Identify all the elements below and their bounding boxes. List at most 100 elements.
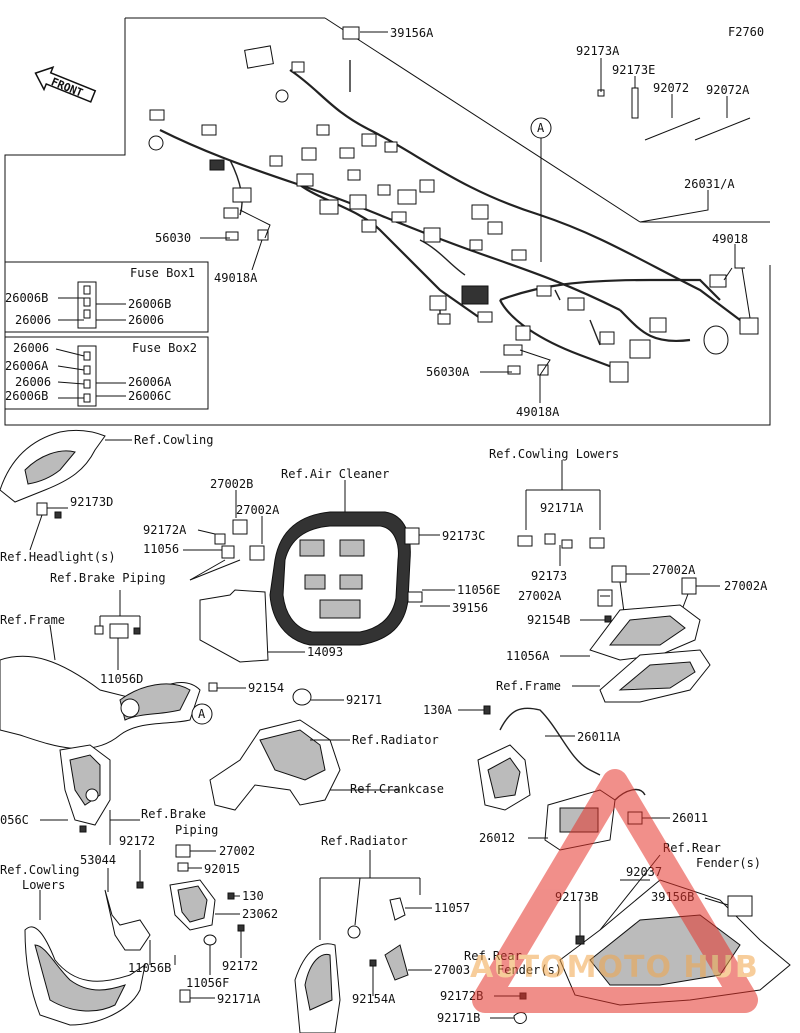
ref-brake-piping-1: Ref.Brake Piping: [50, 571, 166, 585]
fuse-box-1-label-4: 26006: [128, 313, 164, 327]
label-11056D: 11056D: [100, 672, 143, 686]
label-27002A-3: 27002A: [724, 579, 768, 593]
leader-lines-top: [200, 31, 751, 403]
callout-a-bottom: A: [191, 703, 213, 725]
ref-frame-right: Ref.Frame: [496, 679, 561, 693]
label-23062: 23062: [242, 907, 278, 921]
diagram-code: F2760: [728, 25, 764, 39]
label-92171B: 92171B: [437, 1011, 480, 1025]
ref-brake-piping-2-line2: Piping: [175, 823, 218, 837]
fuse-box-1-label-3: 26006: [15, 313, 51, 327]
label-11056F: 11056F: [186, 976, 229, 990]
label-92154B: 92154B: [527, 613, 570, 627]
label-27002: 27002: [219, 844, 255, 858]
ref-cowling-lowers-right: Ref.Cowling Lowers: [489, 447, 619, 461]
ref-crankcase: Ref.Crankcase: [350, 782, 444, 796]
air-cleaner-side-parts: [183, 490, 455, 663]
label-11056A: 11056A: [506, 649, 550, 663]
label-39156: 39156: [452, 601, 488, 615]
ref-radiator-2: Ref.Radiator: [321, 834, 408, 848]
front-arrow: FRONT: [34, 66, 97, 103]
label-92173A: 92173A: [576, 44, 620, 58]
label-56030A: 56030A: [426, 365, 470, 379]
fuse-box-2-label-5: 26006B: [5, 389, 48, 403]
label-92171A: 92171A: [217, 992, 261, 1006]
label-92072A: 92072A: [706, 83, 750, 97]
label-92171: 92171: [346, 693, 382, 707]
fuse-box-2-label-4: 26006A: [128, 375, 172, 389]
ref-cowling-lowers-left-line1: Ref.Cowling: [0, 863, 79, 877]
cowling-left-part: [0, 429, 132, 551]
frame-left-part: [0, 590, 246, 750]
label-11056E: 11056E: [457, 583, 500, 597]
fuse-box-1-label-1: 26006B: [5, 291, 48, 305]
fuse-box-2-title: Fuse Box2: [132, 341, 197, 355]
harness-frame: [4, 17, 771, 426]
ref-frame-left: Ref.Frame: [0, 613, 65, 627]
harness-connectors: [148, 26, 759, 383]
fuse-box-2-label-3: 26006: [15, 375, 51, 389]
svg-text:A: A: [537, 121, 545, 135]
cowling-lowers-left-part: [24, 850, 151, 1026]
label-056C: 056C: [0, 813, 29, 827]
svg-text:A: A: [198, 707, 206, 721]
ref-rear-fender-1-line1: Ref.Rear: [663, 841, 721, 855]
label-92172: 92172: [119, 834, 155, 848]
ref-cowling-lowers-left-line2: Lowers: [22, 878, 65, 892]
label-92015: 92015: [204, 862, 240, 876]
label-14093: 14093: [307, 645, 343, 659]
label-92173B: 92173B: [555, 890, 598, 904]
ref-cowling: Ref.Cowling: [134, 433, 213, 447]
label-11056B: 11056B: [128, 961, 171, 975]
fuse-box-2: Fuse Box2: [4, 336, 209, 410]
watermark-logo: AUTOMOTO HUB: [470, 769, 759, 1013]
label-92172-b: 92172: [222, 959, 258, 973]
radiator-part-2: [294, 850, 432, 1033]
ref-rear-fender-1-line2: Fender(s): [696, 856, 761, 870]
label-27002A-2: 27002A: [652, 563, 696, 577]
label-56030: 56030: [155, 231, 191, 245]
label-26031A: 26031/A: [684, 177, 735, 191]
label-39156A: 39156A: [390, 26, 434, 40]
label-130: 130: [242, 889, 264, 903]
label-92173D: 92173D: [70, 495, 113, 509]
label-130A: 130A: [423, 703, 453, 717]
label-49018A-2: 49018A: [516, 405, 560, 419]
fuse-box-2-label-6: 26006C: [128, 389, 171, 403]
ref-radiator-1: Ref.Radiator: [352, 733, 439, 747]
label-26011A: 26011A: [577, 730, 621, 744]
ref-headlights: Ref.Headlight(s): [0, 550, 116, 564]
label-49018: 49018: [712, 232, 748, 246]
label-92154: 92154: [248, 681, 284, 695]
label-27002A-1: 27002A: [236, 503, 280, 517]
watermark-text: AUTOMOTO HUB: [470, 950, 759, 985]
label-49018A-1: 49018A: [214, 271, 258, 285]
fuse-box-2-label-1: 26006: [13, 341, 49, 355]
label-92172A: 92172A: [143, 523, 187, 537]
ref-brake-piping-2-line1: Ref.Brake: [141, 807, 206, 821]
center-bracket-part: [169, 844, 245, 1003]
brake-bracket-part: [40, 744, 140, 845]
label-27003: 27003: [434, 963, 470, 977]
label-92072: 92072: [653, 81, 689, 95]
label-11056: 11056: [143, 542, 179, 556]
label-92173C: 92173C: [442, 529, 485, 543]
label-92173: 92173: [531, 569, 567, 583]
label-53044: 53044: [80, 853, 116, 867]
cowling-lowers-right-part: [517, 460, 720, 703]
callout-a-top: A: [530, 117, 552, 262]
fuse-box-1: Fuse Box1: [4, 261, 209, 333]
fuse-box-2-label-2: 26006A: [5, 359, 49, 373]
air-cleaner-part: [269, 480, 411, 646]
fuse-box-1-title: Fuse Box1: [130, 266, 195, 280]
fuse-box-1-label-2: 26006B: [128, 297, 171, 311]
label-92154A: 92154A: [352, 992, 396, 1006]
label-26012: 26012: [479, 831, 515, 845]
label-92171A-top: 92171A: [540, 501, 584, 515]
label-26011: 26011: [672, 811, 708, 825]
label-27002A-4: 27002A: [518, 589, 562, 603]
wire-harness: [159, 60, 741, 372]
radiator-part-1: [209, 688, 400, 811]
